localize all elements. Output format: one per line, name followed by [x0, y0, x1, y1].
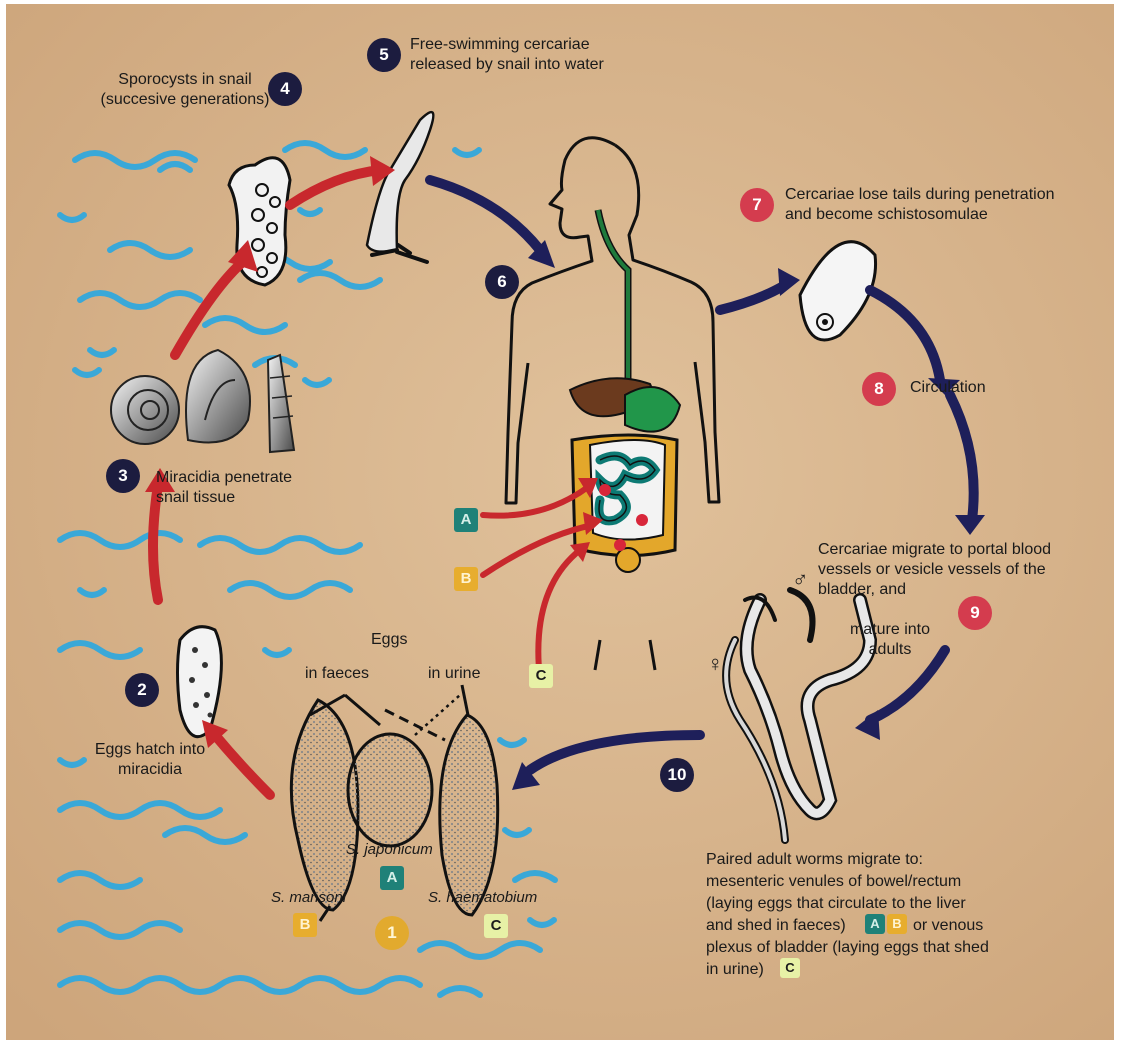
- paired-line-6: in urine): [706, 960, 764, 980]
- step-5-number: 5: [367, 38, 401, 72]
- step-9-label: Cercariae migrate to portal blood vessel…: [818, 540, 1098, 600]
- paired-line-4b: or venous: [913, 916, 983, 936]
- step-9-label-mature: mature into adults: [840, 620, 940, 660]
- badge-c-bladder: C: [529, 664, 553, 688]
- step-1-number: 1: [375, 916, 409, 950]
- badge-a-japonicum: A: [380, 866, 404, 890]
- step-8-label: Circulation: [910, 378, 986, 398]
- paired-line-1: Paired adult worms migrate to:: [706, 850, 923, 870]
- female-symbol: ♀: [707, 654, 724, 674]
- species-haematobium-label: S. haematobium: [428, 888, 537, 908]
- paired-line-5: plexus of bladder (laying eggs that shed: [706, 938, 989, 958]
- paired-line-3: (laying eggs that circulate to the liver: [706, 894, 966, 914]
- step-4-number: 4: [268, 72, 302, 106]
- step-2-number: 2: [125, 673, 159, 707]
- paired-line-2: mesenteric venules of bowel/rectum: [706, 872, 961, 892]
- badge-b-bowel: B: [454, 567, 478, 591]
- species-mansoni-label: S. mansoni: [271, 888, 346, 908]
- eggs-in-faeces-label: in faeces: [305, 664, 369, 684]
- badge-c-paired: C: [780, 958, 800, 978]
- step-10-number: 10: [660, 758, 694, 792]
- step-7-label: Cercariae lose tails during penetration …: [785, 185, 1105, 225]
- badge-c-haematobium: C: [484, 914, 508, 938]
- badge-b-paired: B: [887, 914, 907, 934]
- badge-a-bowel: A: [454, 508, 478, 532]
- male-symbol: ♂: [792, 570, 809, 590]
- step-4-label: Sporocysts in snail (succesive generatio…: [90, 70, 280, 110]
- eggs-in-urine-label: in urine: [428, 664, 480, 684]
- step-9-number: 9: [958, 596, 992, 630]
- step-3-number: 3: [106, 459, 140, 493]
- step-7-number: 7: [740, 188, 774, 222]
- step-8-number: 8: [862, 372, 896, 406]
- step-3-label: Miracidia penetrate snail tissue: [156, 468, 356, 508]
- step-5-label: Free-swimming cercariae released by snai…: [410, 35, 650, 75]
- eggs-heading: Eggs: [371, 630, 407, 650]
- badge-b-mansoni: B: [293, 913, 317, 937]
- badge-a-paired: A: [865, 914, 885, 934]
- species-japonicum-label: S. japonicum: [346, 840, 433, 860]
- paired-line-4: and shed in faeces): [706, 916, 846, 936]
- step-6-number: 6: [485, 265, 519, 299]
- step-2-label: Eggs hatch into miracidia: [75, 740, 225, 780]
